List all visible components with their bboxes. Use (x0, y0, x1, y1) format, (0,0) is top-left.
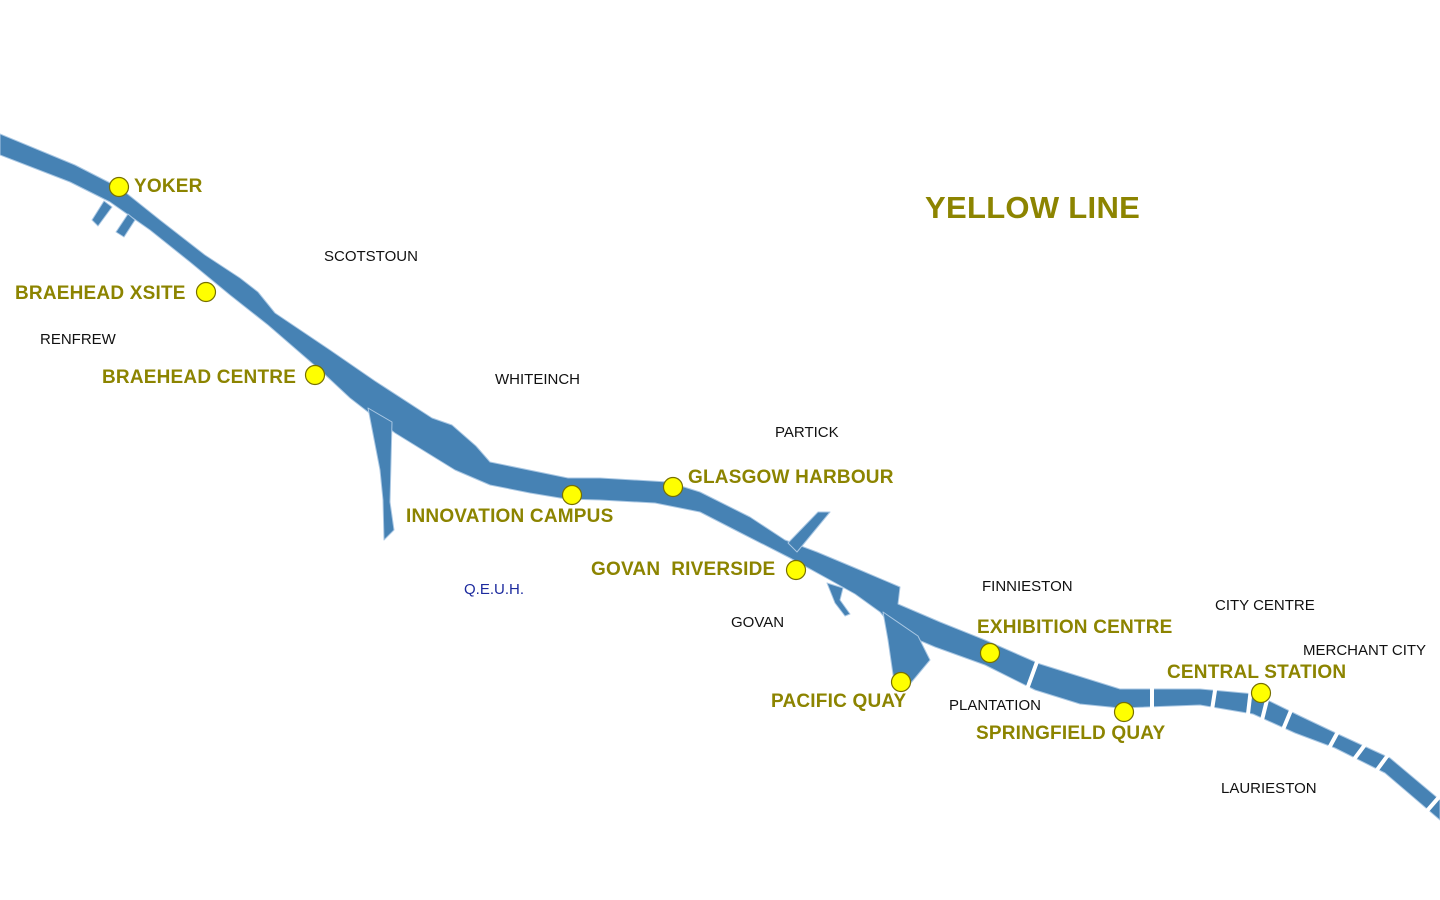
white-cart-water (367, 407, 395, 541)
stop-label-braehead-centre[interactable]: BRAEHEAD CENTRE (102, 367, 297, 388)
area-label-laurieston: LAURIESTON (1221, 780, 1317, 797)
govan-dock-inlet (826, 582, 851, 617)
area-label-renfrew: RENFREW (40, 331, 116, 348)
stop-marker-yoker[interactable] (108, 176, 130, 198)
kelvin-inlet (787, 511, 831, 553)
area-label-whiteinch: WHITEINCH (495, 371, 580, 388)
stop-label-central-station[interactable]: CENTRAL STATION (1167, 662, 1347, 683)
stop-label-springfield-quay[interactable]: SPRINGFIELD QUAY (976, 723, 1166, 744)
area-label-scotstoun: SCOTSTOUN (324, 248, 418, 265)
stop-marker-braehead-centre[interactable] (304, 364, 326, 386)
bridge (1372, 753, 1390, 776)
area-label-partick: PARTICK (775, 424, 839, 441)
area-label-city-centre: CITY CENTRE (1215, 597, 1315, 614)
bridge (1210, 683, 1218, 711)
area-label-merchant-city: MERCHANT CITY (1303, 642, 1427, 659)
stop-label-govan-riverside[interactable]: GOVAN RIVERSIDE (591, 559, 776, 580)
area-label-finnieston: FINNIESTON (982, 578, 1073, 595)
bridge (1280, 707, 1294, 733)
map-title: YELLOW LINE (925, 190, 1141, 225)
stop-label-pacific-quay[interactable]: PACIFIC QUAY (771, 691, 907, 712)
area-label-qeuh: Q.E.U.H. (464, 581, 525, 598)
bridge (1246, 687, 1253, 715)
stop-label-innovation-campus[interactable]: INNOVATION CAMPUS (406, 506, 614, 527)
stop-label-glasgow-harbour[interactable]: GLASGOW HARBOUR (688, 467, 894, 488)
bridge (1024, 658, 1040, 693)
stop-marker-central-station[interactable] (1250, 682, 1272, 704)
area-label-govan: GOVAN (731, 614, 785, 631)
bridges (1024, 658, 1440, 814)
stop-label-braehead-xsite[interactable]: BRAEHEAD XSITE (15, 283, 186, 304)
stop-label-exhibition-centre[interactable]: EXHIBITION CENTRE (977, 617, 1173, 638)
stop-marker-glasgow-harbour[interactable] (662, 476, 684, 498)
area-label-plantation: PLANTATION (949, 697, 1041, 714)
yoker-dock-inlet (91, 200, 113, 227)
river-main-channel (0, 133, 1440, 821)
stop-label-yoker[interactable]: YOKER (134, 176, 203, 197)
yoker-dock-inlet (115, 213, 136, 238)
stop-marker-pacific-quay[interactable] (890, 671, 912, 693)
stop-marker-govan-riverside[interactable] (785, 559, 807, 581)
bridge (1424, 794, 1440, 814)
stop-marker-exhibition-centre[interactable] (979, 642, 1001, 664)
stop-marker-braehead-xsite[interactable] (195, 281, 217, 303)
bridge (1326, 727, 1342, 751)
stop-marker-innovation-campus[interactable] (561, 484, 583, 506)
bridge (1350, 740, 1369, 764)
stop-marker-springfield-quay[interactable] (1113, 701, 1135, 723)
